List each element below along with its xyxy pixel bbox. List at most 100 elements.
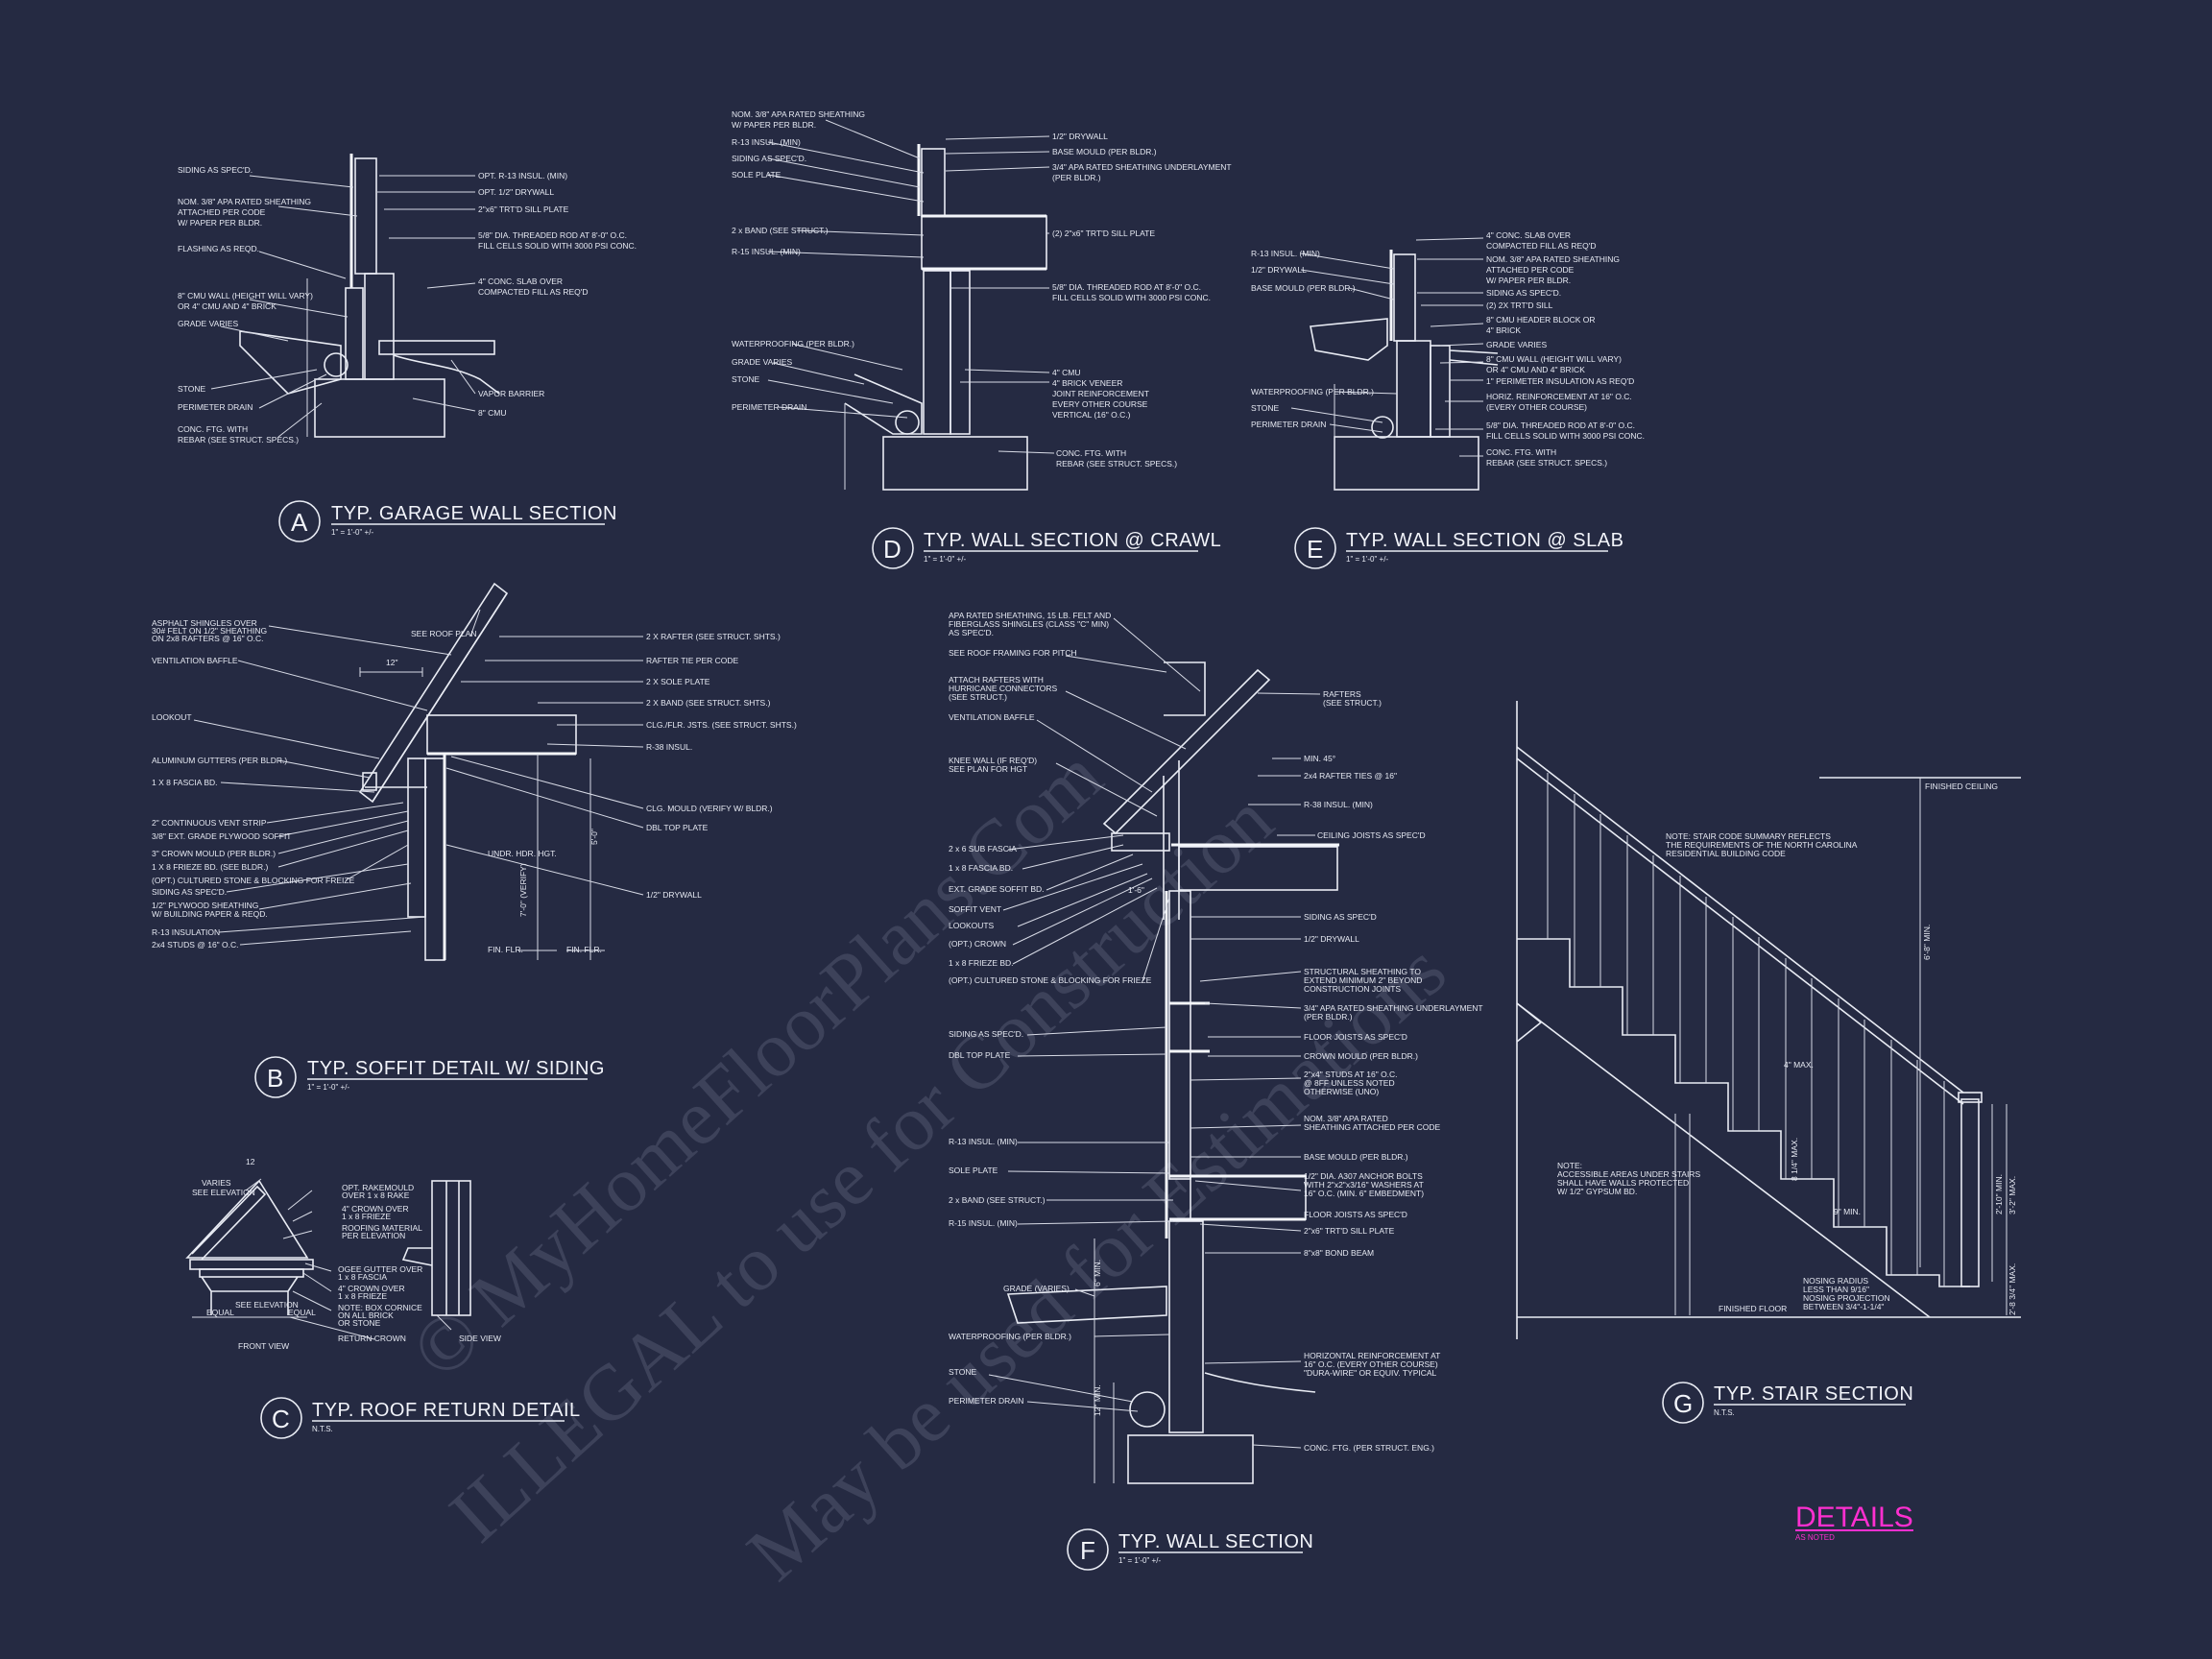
label: JOINT REINFORCEMENT [1052, 389, 1149, 398]
detail-g-drawing [1516, 701, 2021, 1339]
label: 1 x 8 FRIEZE [338, 1291, 387, 1301]
label: NOM. 3/8" APA RATED SHEATHING [732, 109, 865, 119]
label: BASE MOULD (PER BLDR.) [1251, 283, 1356, 293]
detail-f-title: F TYP. WALL SECTION 1" = 1'-0" +/- [1067, 1528, 1313, 1571]
label: RAFTER TIE PER CODE [646, 656, 739, 665]
sheet-title-block: DETAILS AS NOTED [1795, 1502, 1913, 1542]
detail-letter: A [291, 508, 308, 537]
label: SEE PLAN FOR HGT [949, 764, 1027, 774]
detail-letter: G [1673, 1389, 1693, 1418]
label: STONE [1251, 403, 1279, 413]
label: 4" BRICK [1486, 325, 1521, 335]
label: 6" MIN. [1093, 1260, 1102, 1286]
label: (2) 2X TRT'D SILL [1486, 301, 1553, 310]
label: RESIDENTIAL BUILDING CODE [1666, 849, 1786, 858]
label: ALUMINUM GUTTERS (PER BLDR.) [152, 756, 287, 765]
label: ATTACH RAFTERS WITH [949, 675, 1044, 685]
label: PERIMETER DRAIN [949, 1396, 1023, 1406]
label: APA RATED SHEATHING, 15 LB. FELT AND [949, 611, 1111, 620]
label: 2 x 6 SUB FASCIA [949, 844, 1017, 854]
sheet-subtitle: AS NOTED [1795, 1533, 1835, 1542]
label: 2 x BAND (SEE STRUCT.) [732, 226, 829, 235]
label: 2x4 STUDS @ 16" O.C. [152, 940, 239, 950]
detail-d-title: D TYP. WALL SECTION @ CRAWL 1" = 1'-0" +… [872, 527, 1221, 569]
label: 16" O.C. (MIN. 6" EMBEDMENT) [1304, 1189, 1424, 1198]
label: R-13 INSUL. (MIN) [1251, 249, 1320, 258]
detail-letter: C [272, 1405, 290, 1433]
label: VARIES [202, 1178, 231, 1188]
label: SIDING AS SPEC'D. [1486, 288, 1561, 298]
label: SIDING AS SPEC'D. [732, 154, 806, 163]
label: 16" O.C. (EVERY OTHER COURSE) [1304, 1359, 1438, 1369]
label: CONC. FTG. (PER STRUCT. ENG.) [1304, 1443, 1434, 1453]
label: 1/2" DRYWALL [1251, 265, 1307, 275]
label: 1 x 8 FRIEZE [342, 1212, 391, 1221]
label: ASPHALT SHINGLES OVER [152, 618, 257, 628]
label: 2"x4" STUDS AT 16" O.C. [1304, 1070, 1398, 1079]
label: W/ 1/2" GYPSUM BD. [1557, 1187, 1637, 1196]
detail-e-title: E TYP. WALL SECTION @ SLAB 1" = 1'-0" +/… [1294, 527, 1623, 569]
label: ACCESSIBLE AREAS UNDER STAIRS [1557, 1169, 1700, 1179]
detail-g: FINISHED CEILING NOTE: STAIR CODE SUMMAR… [1516, 701, 2021, 1424]
label: FLOOR JOISTS AS SPEC'D [1304, 1032, 1407, 1042]
label: 8" CMU HEADER BLOCK OR [1486, 315, 1596, 325]
detail-title: TYP. STAIR SECTION [1714, 1383, 1913, 1405]
label: R-13 INSUL. (MIN) [949, 1137, 1018, 1146]
label: OPT. 1/2" DRYWALL [478, 187, 554, 197]
detail-d-drawing [844, 144, 1047, 491]
label: RAFTERS [1323, 689, 1361, 699]
label: 2 X RAFTER (SEE STRUCT. SHTS.) [646, 632, 781, 641]
label: 8" CMU WALL (HEIGHT WILL VARY) [1486, 354, 1622, 364]
sheet-title: DETAILS [1795, 1502, 1913, 1533]
label: 8 1/4" MAX. [1790, 1138, 1799, 1181]
label: ON 2x8 RAFTERS @ 16" O.C. [152, 634, 264, 643]
label: W/ BUILDING PAPER & REQD. [152, 909, 268, 919]
label: 3'-2" MAX. [2008, 1176, 2017, 1214]
label: SIDING AS SPEC'D. [152, 887, 227, 897]
label: LOOKOUTS [949, 921, 995, 930]
label: SEE ROOF FRAMING FOR PITCH [949, 648, 1077, 658]
label: W/ PAPER PER BLDR. [178, 218, 262, 228]
label: ATTACHED PER CODE [1486, 265, 1575, 275]
label: CLG./FLR. JSTS. (SEE STRUCT. SHTS.) [646, 720, 797, 730]
label: CLG. MOULD (VERIFY W/ BLDR.) [646, 804, 773, 813]
detail-bubble [260, 1397, 302, 1439]
label: ON ALL BRICK [338, 1310, 394, 1320]
label: 3/8" EXT. GRADE PLYWOOD SOFFIT [152, 831, 292, 841]
label: FINISHED CEILING [1925, 781, 1998, 791]
detail-b-leaders [193, 609, 644, 946]
label: 1/2" DRYWALL [646, 890, 702, 900]
label: GRADE VARIES [732, 357, 792, 367]
label: CROWN MOULD (PER BLDR.) [1304, 1051, 1418, 1061]
label: 1/2" DIA. A307 ANCHOR BOLTS [1304, 1171, 1423, 1181]
label: 2'-10" MIN. [1994, 1174, 2004, 1214]
detail-letter: D [883, 535, 902, 564]
detail-d: NOM. 3/8" APA RATED SHEATHING W/ PAPER P… [732, 109, 1232, 569]
detail-c: VARIES SEE ELEVATION OPT. RAKEMOULD OVER… [185, 1157, 580, 1439]
label: NOSING PROJECTION [1803, 1293, 1890, 1303]
label: PERIMETER DRAIN [1251, 420, 1326, 429]
label: SOLE PLATE [732, 170, 781, 180]
detail-e-labels: R-13 INSUL. (MIN) 1/2" DRYWALL BASE MOUL… [1251, 230, 1645, 468]
label: FIBERGLASS SHINGLES (CLASS "C" MIN) [949, 619, 1109, 629]
detail-bubble [278, 500, 321, 542]
detail-a-labels: SIDING AS SPEC'D. NOM. 3/8" APA RATED SH… [178, 165, 637, 445]
label: VENTILATION BAFFLE [949, 712, 1035, 722]
label: GRADE (VARIES) [1003, 1284, 1070, 1293]
label: FIN. FLR. [488, 945, 523, 954]
label: NOTE: STAIR CODE SUMMARY REFLECTS [1666, 831, 1831, 841]
label: CONC. FTG. WITH [1056, 448, 1126, 458]
label: 2 x BAND (SEE STRUCT.) [949, 1195, 1046, 1205]
label: R-15 INSUL. (MIN) [732, 247, 801, 256]
label: 30# FELT ON 1/2" SHEATHING [152, 626, 267, 636]
detail-f: APA RATED SHEATHING, 15 LB. FELT AND FIB… [949, 611, 1483, 1571]
detail-letter: E [1307, 535, 1323, 564]
detail-b-labels: ASPHALT SHINGLES OVER 30# FELT ON 1/2" S… [152, 618, 797, 954]
label: R-13 INSUL. (MIN) [732, 137, 801, 147]
detail-bubble [872, 527, 914, 569]
label: CONSTRUCTION JOINTS [1304, 984, 1401, 994]
label: SOLE PLATE [949, 1166, 998, 1175]
detail-a-title: A TYP. GARAGE WALL SECTION 1" = 1'-0" +/… [278, 500, 617, 542]
label: COMPACTED FILL AS REQ'D [1486, 241, 1597, 251]
label: BASE MOULD (PER BLDR.) [1304, 1152, 1408, 1162]
